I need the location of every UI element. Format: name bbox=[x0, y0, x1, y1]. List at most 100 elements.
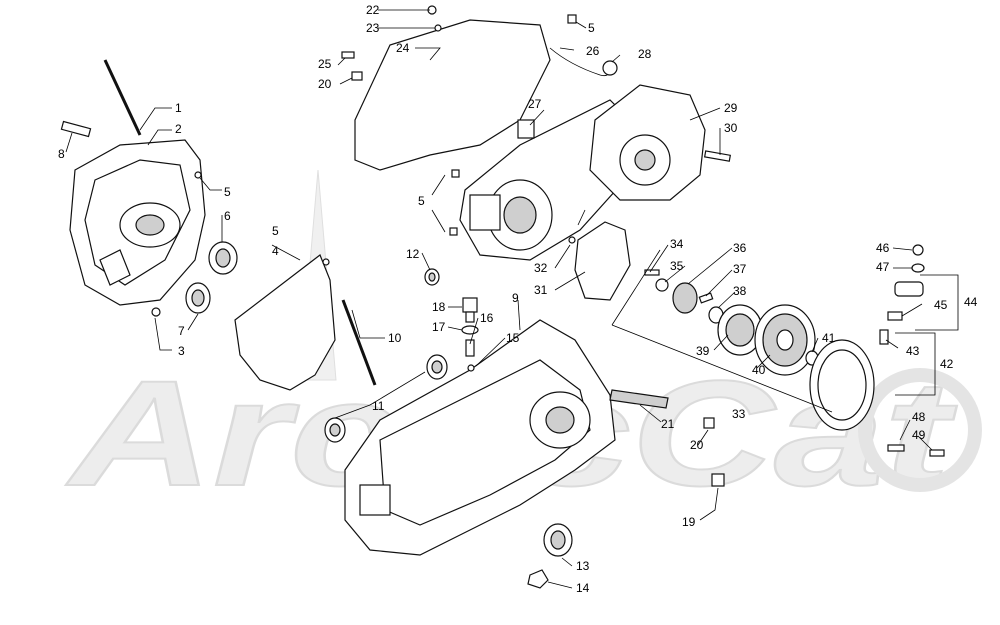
label-12: 12 bbox=[406, 247, 420, 261]
label-1: 1 bbox=[175, 101, 182, 115]
label-10: 10 bbox=[388, 331, 402, 345]
left-crankcase-half bbox=[69, 139, 206, 306]
label-22: 22 bbox=[366, 3, 380, 17]
seal-13 bbox=[543, 523, 573, 557]
right-crankcase-half bbox=[344, 319, 616, 556]
bearing-7 bbox=[185, 282, 211, 314]
pawl-37 bbox=[698, 292, 714, 304]
label-49: 49 bbox=[912, 428, 926, 442]
label-20-upper: 20 bbox=[318, 77, 332, 91]
pulley-36 bbox=[672, 282, 698, 314]
label-34: 34 bbox=[670, 237, 684, 251]
gasket-31 bbox=[574, 221, 631, 301]
label-11: 11 bbox=[372, 399, 385, 413]
label-24: 24 bbox=[396, 41, 410, 55]
washer-17 bbox=[461, 325, 479, 335]
insert-47 bbox=[911, 263, 925, 273]
seal-12 bbox=[424, 268, 440, 286]
plug-28 bbox=[602, 60, 618, 76]
cap-46 bbox=[912, 244, 924, 256]
screw-20-lower bbox=[703, 417, 715, 429]
label-31: 31 bbox=[534, 283, 548, 297]
label-2: 2 bbox=[175, 122, 182, 136]
bracket-21 bbox=[609, 389, 669, 409]
label-47: 47 bbox=[876, 260, 890, 274]
label-17: 17 bbox=[432, 320, 446, 334]
label-5-mid: 5 bbox=[418, 194, 425, 208]
bracket-42 bbox=[895, 332, 936, 396]
dowel-25 bbox=[341, 51, 355, 59]
label-33: 33 bbox=[732, 407, 746, 421]
bolt-8 bbox=[60, 120, 92, 138]
label-42: 42 bbox=[940, 357, 954, 371]
dowel-32 bbox=[568, 236, 576, 244]
label-15: 15 bbox=[506, 331, 520, 345]
label-45: 45 bbox=[934, 298, 948, 312]
screw-19 bbox=[711, 473, 725, 487]
label-9: 9 bbox=[512, 291, 519, 305]
label-20-lower: 20 bbox=[690, 438, 704, 452]
dowel-5-top bbox=[567, 14, 577, 24]
inner-clutch-cover bbox=[459, 99, 631, 261]
handle-45 bbox=[887, 311, 903, 321]
label-21: 21 bbox=[661, 417, 675, 431]
plug-14 bbox=[527, 569, 549, 589]
leader-lines bbox=[65, 9, 933, 589]
label-32: 32 bbox=[534, 261, 548, 275]
label-38: 38 bbox=[733, 284, 747, 298]
bolt-30 bbox=[703, 150, 732, 162]
starter-housing-42 bbox=[809, 339, 875, 431]
dowel-3 bbox=[151, 307, 161, 317]
outer-clutch-cover-29 bbox=[589, 84, 706, 201]
callout-labels: 1 2 8 5 6 5 4 7 3 10 11 12 9 18 17 16 15… bbox=[58, 3, 978, 595]
seal-11-a bbox=[426, 354, 448, 380]
handle-assembly-44 bbox=[894, 281, 924, 297]
label-36: 36 bbox=[733, 241, 747, 255]
label-7: 7 bbox=[178, 324, 185, 338]
seal-6 bbox=[208, 241, 238, 275]
label-18: 18 bbox=[432, 300, 446, 314]
watermark-wheel bbox=[858, 368, 982, 492]
label-27: 27 bbox=[528, 97, 542, 111]
washer-23 bbox=[434, 24, 442, 32]
label-30: 30 bbox=[724, 121, 738, 135]
label-3: 3 bbox=[178, 344, 185, 358]
seal-11-b bbox=[324, 417, 346, 443]
label-5-top: 5 bbox=[588, 21, 595, 35]
label-25: 25 bbox=[318, 57, 332, 71]
pin-16 bbox=[465, 339, 475, 357]
bolt-34 bbox=[644, 269, 660, 276]
label-16: 16 bbox=[480, 311, 494, 325]
label-19: 19 bbox=[682, 515, 696, 529]
label-41: 41 bbox=[822, 331, 836, 345]
label-44: 44 bbox=[964, 295, 978, 309]
label-43: 43 bbox=[906, 344, 920, 358]
o-ring-15 bbox=[467, 364, 475, 372]
spring-cassette-39 bbox=[717, 304, 763, 356]
label-40: 40 bbox=[752, 363, 766, 377]
dowel-5-gasket bbox=[322, 258, 330, 266]
label-28: 28 bbox=[638, 47, 652, 61]
dowel-5-mid-a bbox=[451, 169, 460, 178]
screw-49 bbox=[929, 449, 945, 457]
label-48: 48 bbox=[912, 410, 926, 424]
dowel-5-left bbox=[194, 171, 202, 179]
rope-reel-40 bbox=[754, 304, 816, 376]
label-13: 13 bbox=[576, 559, 590, 573]
dowel-5-mid-b bbox=[449, 227, 458, 236]
label-14: 14 bbox=[576, 581, 590, 595]
recoil-group-bracket-33 bbox=[611, 249, 833, 413]
label-46: 46 bbox=[876, 241, 890, 255]
label-37: 37 bbox=[733, 262, 747, 276]
hose-26 bbox=[549, 47, 611, 77]
label-5-gasket: 5 bbox=[272, 224, 279, 238]
label-6: 6 bbox=[224, 209, 231, 223]
label-39: 39 bbox=[696, 344, 710, 358]
screw-48 bbox=[887, 444, 905, 452]
label-4: 4 bbox=[272, 244, 279, 258]
bracket-44 bbox=[915, 274, 959, 331]
stud-1 bbox=[103, 59, 142, 136]
screw-20-upper bbox=[351, 71, 363, 81]
label-29: 29 bbox=[724, 101, 738, 115]
